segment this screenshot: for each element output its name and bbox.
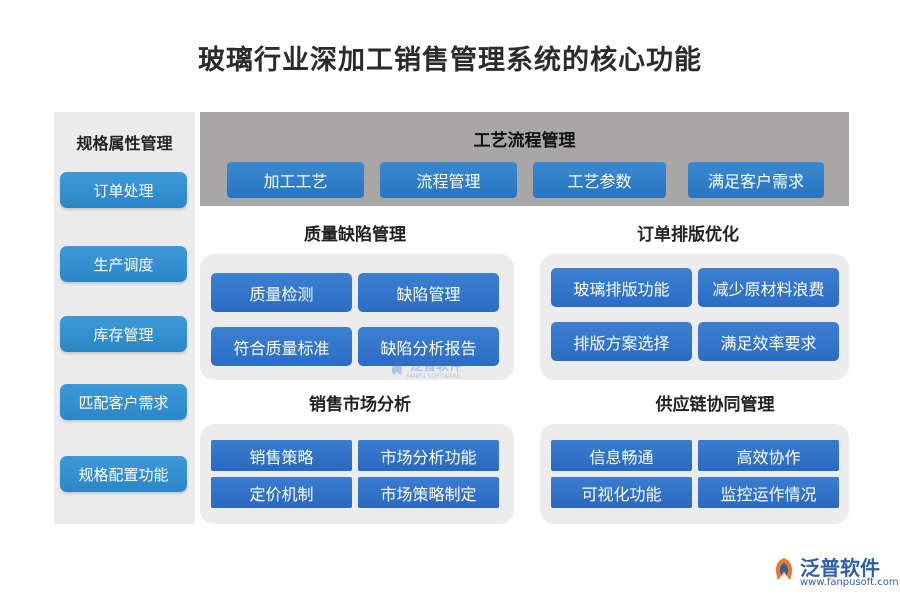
panel-supply: 信息畅通 高效协作 可视化功能 监控运作情况 (540, 424, 849, 524)
sidebar-item-match-customer[interactable]: 匹配客户需求 (60, 384, 187, 420)
quality-item-inspection[interactable]: 质量检测 (211, 273, 352, 312)
watermark: 泛普软件 FANPU SOFTWARE (388, 356, 508, 384)
process-item-flow[interactable]: 流程管理 (380, 162, 517, 198)
sidebar-title: 规格属性管理 (76, 134, 173, 153)
sidebar-item-order-processing[interactable]: 订单处理 (60, 172, 187, 208)
watermark-text: 泛普软件 (410, 359, 463, 374)
panel-quality: 质量检测 缺陷管理 符合质量标准 缺陷分析报告 (200, 254, 514, 380)
sales-item-strategy[interactable]: 销售策略 (211, 440, 352, 471)
sidebar-item-spec-config[interactable]: 规格配置功能 (60, 456, 187, 492)
layout-item-scheme[interactable]: 排版方案选择 (551, 322, 692, 361)
layout-item-glass[interactable]: 玻璃排版功能 (551, 268, 692, 307)
section-title-supply: 供应链协同管理 (655, 395, 775, 415)
layout-item-efficiency[interactable]: 满足效率要求 (698, 322, 839, 361)
sidebar-item-inventory[interactable]: 库存管理 (60, 316, 187, 352)
watermark-sub: FANPU SOFTWARE (406, 373, 461, 380)
sales-item-pricing[interactable]: 定价机制 (211, 477, 352, 508)
quality-item-defect[interactable]: 缺陷管理 (358, 273, 499, 312)
brand-logo-icon (776, 558, 792, 580)
process-item-params[interactable]: 工艺参数 (533, 162, 666, 198)
supply-item-monitor[interactable]: 监控运作情况 (698, 477, 839, 508)
section-title-layout: 订单排版优化 (637, 225, 739, 245)
brand-logo: 泛普软件 www.fanpusoft.com (770, 552, 899, 592)
sidebar-spec-management: 规格属性管理 订单处理 生产调度 库存管理 匹配客户需求 规格配置功能 (54, 112, 195, 524)
brand-url: www.fanpusoft.com (800, 577, 899, 588)
sales-item-market-strategy[interactable]: 市场策略制定 (358, 477, 499, 508)
supply-item-info[interactable]: 信息畅通 (551, 440, 692, 471)
sidebar-item-production-scheduling[interactable]: 生产调度 (60, 246, 187, 282)
process-item-customer[interactable]: 满足客户需求 (688, 162, 824, 198)
process-item-machining[interactable]: 加工工艺 (227, 162, 364, 198)
panel-sales: 销售策略 市场分析功能 定价机制 市场策略制定 (200, 424, 514, 524)
process-management-band: 工艺流程管理 加工工艺 流程管理 工艺参数 满足客户需求 (200, 112, 849, 206)
process-title: 工艺流程管理 (473, 131, 576, 151)
watermark-logo-icon (391, 362, 403, 376)
panel-layout: 玻璃排版功能 减少原材料浪费 排版方案选择 满足效率要求 (540, 254, 849, 380)
supply-item-visual[interactable]: 可视化功能 (551, 477, 692, 508)
supply-item-collaboration[interactable]: 高效协作 (698, 440, 839, 471)
quality-item-standard[interactable]: 符合质量标准 (211, 327, 352, 366)
brand-name: 泛普软件 (800, 556, 880, 580)
page-title: 玻璃行业深加工销售管理系统的核心功能 (198, 45, 702, 76)
section-title-quality: 质量缺陷管理 (304, 225, 406, 245)
section-title-sales: 销售市场分析 (309, 395, 411, 415)
sales-item-market-analysis[interactable]: 市场分析功能 (358, 440, 499, 471)
quality-item-report[interactable]: 缺陷分析报告 (358, 327, 499, 366)
layout-item-reduce-waste[interactable]: 减少原材料浪费 (698, 268, 839, 307)
